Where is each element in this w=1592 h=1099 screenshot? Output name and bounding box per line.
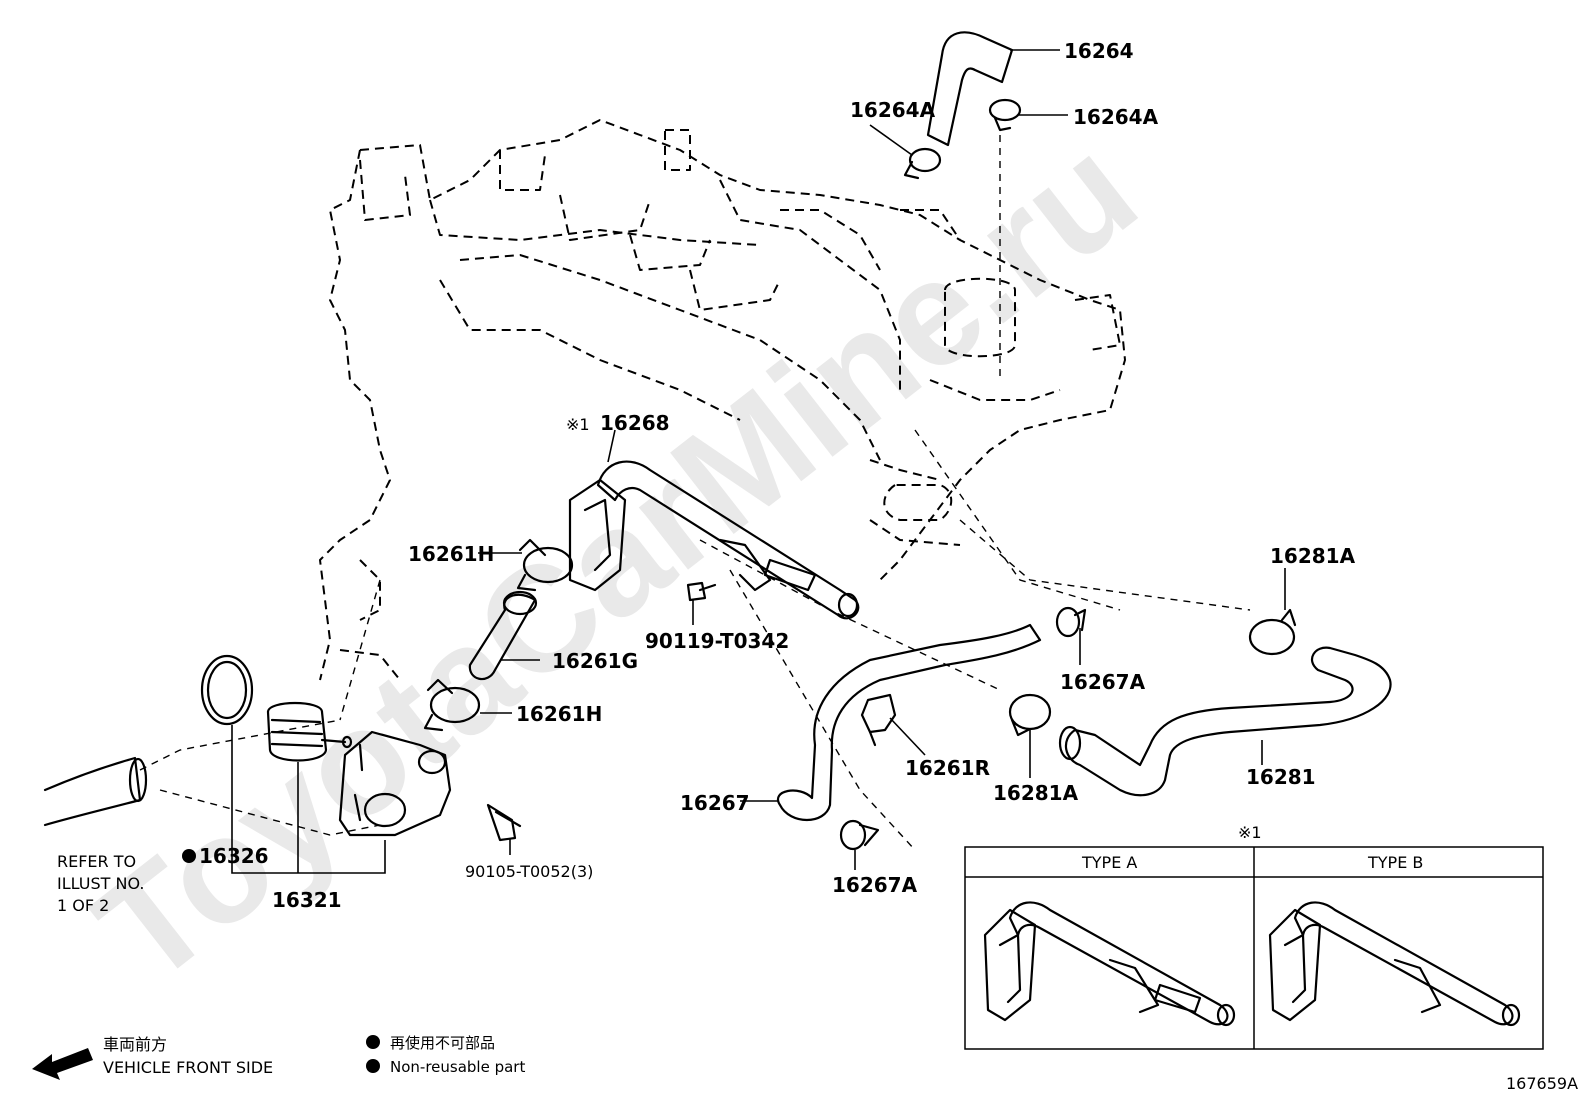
callout-16264[interactable]: 16264 [1064,39,1134,63]
callout-16267[interactable]: 16267 [680,791,750,815]
clamp-16281a-bottom[interactable] [1008,693,1052,737]
hose-16281[interactable] [1058,646,1392,797]
refer-line-2: ILLUST NO. [57,874,144,893]
leader-lines [231,49,1286,874]
type-inset: ※1 TYPE A TYPE B [964,823,1544,1050]
callout-16264a-right[interactable]: 16264A [1073,105,1159,129]
callout-16264a-left[interactable]: 16264A [850,98,936,122]
callout-16261h-bottom[interactable]: 16261H [516,702,602,726]
callout-16281[interactable]: 16281 [1246,765,1316,789]
inset-mark: ※1 [1238,823,1262,842]
callout-16267a-bottom[interactable]: 16267A [832,873,918,897]
clamp-16264a-left[interactable] [903,147,942,180]
legend-front-en: VEHICLE FRONT SIDE [103,1058,273,1077]
callout-16321[interactable]: 16321 [272,888,342,912]
legend-nonreuse-en: Non-reusable part [390,1058,525,1076]
legend: 車両前方 VEHICLE FRONT SIDE 再使用不可部品 Non-reus… [32,1034,525,1080]
hose-16267[interactable] [776,623,1042,821]
legend-nonreuse-jp: 再使用不可部品 [390,1034,495,1052]
front-arrow-icon [32,1048,93,1080]
bolt-90119[interactable] [686,581,717,602]
clip-16261r[interactable] [860,693,897,747]
radiator-hose-ref[interactable] [43,756,148,827]
thermostat[interactable] [266,702,353,762]
engine-outline [319,119,1126,681]
hose-16264[interactable] [926,31,1014,147]
non-reusable-dot [182,849,196,863]
clamp-16261h-top[interactable] [516,538,574,592]
callout-16261h-top[interactable]: 16261H [408,542,494,566]
inset-type-a-label: TYPE A [1081,853,1137,872]
diagram-code: 167659A [1506,1074,1578,1093]
callout-16261r[interactable]: 16261R [905,756,990,780]
pipe-type-a[interactable] [983,901,1236,1027]
legend-dot-icon [366,1035,380,1049]
callout-16268-mark: ※1 [566,415,590,434]
bolt-90105[interactable] [486,803,522,842]
callouts: 16264 16264A 16264A ※1 16268 16261H 1626… [182,39,1356,912]
callout-16281a-bottom[interactable]: 16281A [993,781,1079,805]
water-inlet-16321[interactable] [338,730,452,837]
callout-16267a-mid[interactable]: 16267A [1060,670,1146,694]
legend-dot-icon-2 [366,1059,380,1073]
callout-16281a-top[interactable]: 16281A [1270,544,1356,568]
clamp-16264a-right[interactable] [988,98,1022,132]
pipe-16268[interactable] [568,460,860,620]
callout-16268[interactable]: 16268 [600,411,670,435]
refer-line-1: REFER TO [57,852,136,871]
clamp-16281a-top[interactable] [1248,608,1297,656]
callout-16326[interactable]: 16326 [199,844,269,868]
callout-90119[interactable]: 90119-T0342 [645,629,789,653]
gasket-16326[interactable] [200,654,254,726]
callout-90105[interactable]: 90105-T0052(3) [465,862,593,881]
clamp-16267a-mid[interactable] [1055,606,1087,638]
callout-16261g[interactable]: 16261G [552,649,638,673]
pipe-type-b[interactable] [1268,901,1521,1027]
refer-line-3: 1 OF 2 [57,896,109,915]
refer-note: REFER TO ILLUST NO. 1 OF 2 [57,852,144,915]
legend-front-jp: 車両前方 [103,1035,167,1054]
watermark-text: ToyotaCarMine.ru [66,105,1165,1016]
inset-type-b-label: TYPE B [1367,853,1423,872]
clamp-16267a-bottom[interactable] [839,819,880,851]
clamp-16261h-bottom[interactable] [423,678,481,732]
hose-16261g[interactable] [468,590,538,681]
